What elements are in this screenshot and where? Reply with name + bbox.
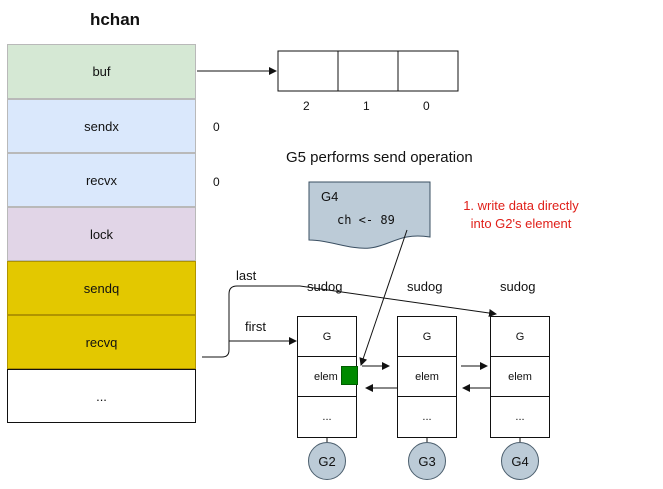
- sudog-label: sudog: [500, 279, 536, 294]
- field-label: sendx: [84, 118, 119, 134]
- recvx-value: 0: [213, 175, 220, 189]
- g4-document-shape: [308, 181, 431, 249]
- operation-header: G5 performs send operation: [286, 149, 473, 166]
- annotation-note: 1. write data directly into G2's element: [446, 197, 596, 233]
- sudog-field-elem: elem: [298, 357, 356, 397]
- sudog-field-rest: ...: [322, 411, 332, 423]
- buffer-index: 0: [423, 99, 430, 113]
- hchan-title: hchan: [89, 10, 141, 29]
- buffer-slot: [397, 50, 459, 92]
- written-data-marker: [341, 366, 358, 385]
- field-label: sendq: [83, 280, 120, 296]
- sudog-label: sudog: [407, 279, 443, 294]
- doc-code: ch <- 89: [337, 213, 395, 227]
- sudog-field-elem: elem: [398, 357, 456, 397]
- sudog-field-elem: elem: [491, 357, 549, 397]
- field-label: recvq: [85, 334, 118, 350]
- hchan-field-rest: ...: [7, 369, 196, 423]
- goroutine-g4: G4: [501, 442, 539, 480]
- hchan-field-recvq: recvq: [7, 315, 196, 369]
- field-label: recvx: [85, 172, 118, 188]
- goroutine-g2: G2: [308, 442, 346, 480]
- hchan-field-buf: buf: [7, 44, 196, 99]
- recvq-pointer-line: [202, 285, 497, 358]
- sudog-label: sudog: [307, 279, 343, 294]
- buffer-slot: [277, 50, 339, 92]
- sudog-field-g: G: [298, 317, 356, 357]
- buffer-slot: [337, 50, 399, 92]
- note-line: into G2's element: [470, 216, 572, 231]
- goroutine-g3: G3: [408, 442, 446, 480]
- buffer-array: [277, 50, 459, 92]
- first-label: first: [245, 319, 266, 334]
- hchan-field-lock: lock: [7, 207, 196, 261]
- hchan-field-sendq: sendq: [7, 261, 196, 315]
- buffer-index: 1: [363, 99, 370, 113]
- hchan-field-recvx: recvx: [7, 153, 196, 207]
- field-label: buf: [92, 64, 111, 79]
- hchan-field-sendx: sendx: [7, 99, 196, 153]
- sudog-g4: G elem ...: [490, 316, 550, 438]
- sudog-field-rest: ...: [422, 411, 432, 423]
- sendx-value: 0: [213, 120, 220, 134]
- last-label: last: [236, 268, 257, 283]
- field-label: lock: [89, 226, 114, 242]
- sudog-g3: G elem ...: [397, 316, 457, 438]
- note-line: 1. write data directly: [463, 198, 579, 213]
- sudog-field-rest: ...: [515, 411, 525, 423]
- buffer-index: 2: [303, 99, 310, 113]
- sudog-field-g: G: [491, 317, 549, 357]
- doc-title: G4: [321, 189, 339, 204]
- field-label: ...: [96, 388, 107, 404]
- sudog-field-g: G: [398, 317, 456, 357]
